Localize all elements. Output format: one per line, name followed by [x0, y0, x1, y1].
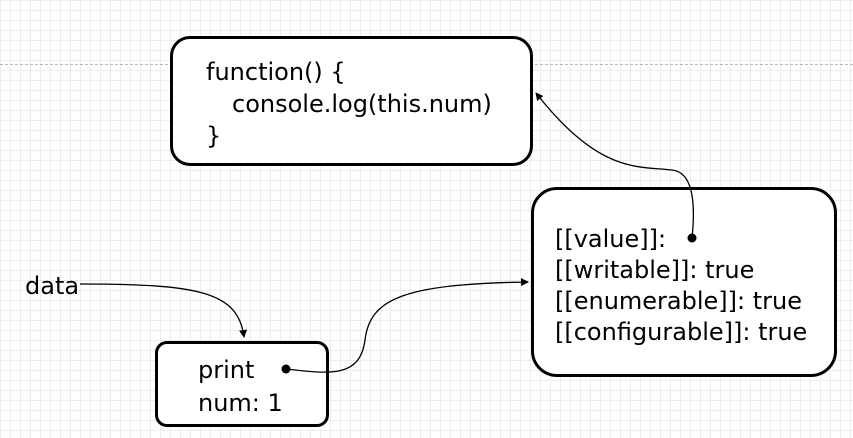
arrow-print-to-descriptor	[285, 278, 529, 373]
descriptor-enumerable: [[enumerable]]: true	[555, 287, 802, 315]
object-property-print: print	[198, 356, 255, 384]
function-box[interactable]	[170, 36, 533, 166]
function-line-3: }	[206, 122, 222, 150]
arrow-value-to-function	[535, 92, 695, 239]
object-property-num: num: 1	[198, 389, 283, 417]
function-line-1: function() {	[206, 58, 346, 86]
descriptor-configurable: [[configurable]]: true	[555, 318, 808, 346]
print-pointer-dot	[281, 364, 291, 374]
descriptor-writable: [[writable]]: true	[555, 256, 755, 284]
descriptor-value: [[value]]:	[555, 225, 667, 253]
arrow-data-to-object	[79, 283, 248, 338]
descriptor-box[interactable]	[531, 187, 837, 377]
value-pointer-dot	[687, 233, 697, 243]
function-line-2: console.log(this.num)	[232, 90, 492, 118]
variable-label-data: data	[25, 272, 80, 300]
object-box[interactable]	[155, 341, 329, 427]
